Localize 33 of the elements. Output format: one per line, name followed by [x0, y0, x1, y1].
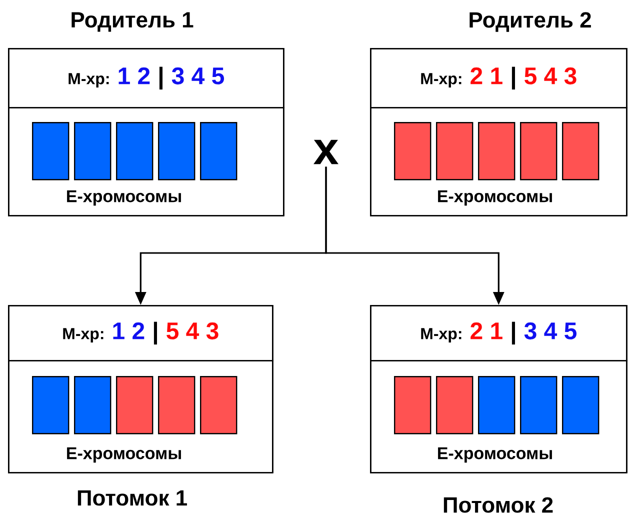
gene-block	[32, 122, 70, 180]
panel-label: Е-хромосомы	[67, 190, 181, 206]
gene-block	[158, 376, 196, 434]
card-title: Родитель 2	[470, 12, 591, 32]
gene-block	[436, 376, 474, 434]
gene-block	[562, 122, 600, 180]
gene-block	[74, 122, 112, 180]
cross-sign: x	[314, 140, 338, 164]
gene-header: М-хр: 1 2 | 3 4 5	[8, 48, 284, 108]
gene-block	[394, 376, 432, 434]
gene-header: М-хр: 1 2 | 5 4 3	[8, 305, 274, 362]
gene-block	[158, 122, 196, 180]
gene-block	[562, 376, 600, 434]
card-title: Родитель 1	[72, 12, 194, 32]
gene-block	[200, 122, 238, 180]
gene-block	[32, 376, 70, 434]
gene-block	[520, 376, 558, 434]
card-title: Потомок 1	[78, 490, 187, 506]
gene-block	[74, 376, 112, 434]
panel-label: Е-хромосомы	[438, 447, 552, 463]
gene-block	[436, 122, 474, 180]
panel-label: Е-хромосомы	[67, 447, 181, 463]
gene-block	[116, 376, 154, 434]
gene-header: М-хр: 2 1 | 5 4 3	[370, 48, 628, 108]
gene-block	[200, 376, 238, 434]
gene-block	[478, 122, 516, 180]
gene-block	[478, 376, 516, 434]
card-title: Потомок 2	[444, 497, 553, 513]
gene-block	[116, 122, 154, 180]
gene-block	[520, 122, 558, 180]
panel-label: Е-хромосомы	[438, 190, 552, 206]
gene-header: М-хр: 2 1 | 3 4 5	[370, 305, 628, 362]
gene-block	[394, 122, 432, 180]
